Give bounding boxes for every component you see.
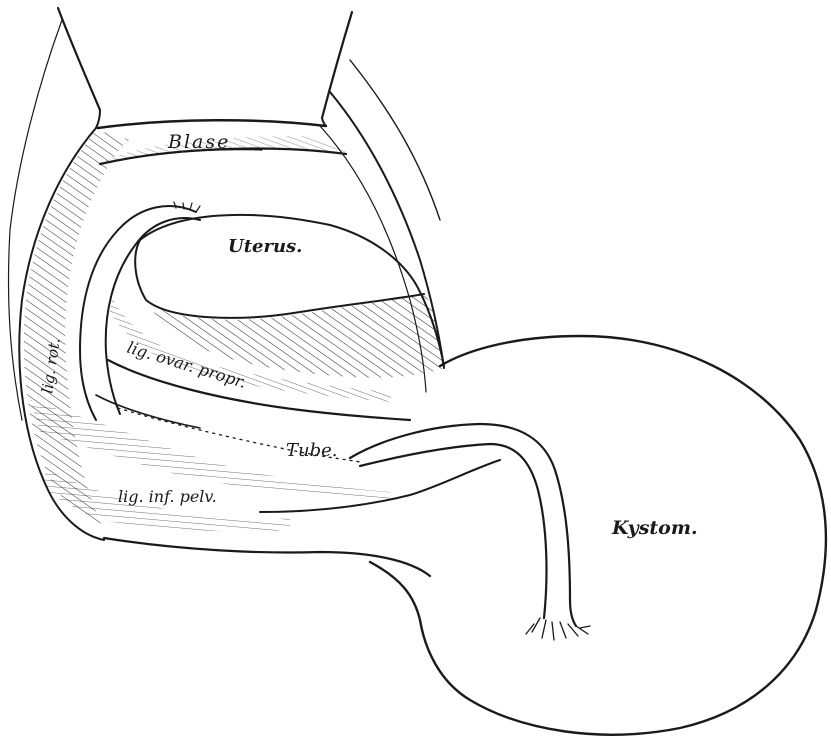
kystom: Kystom. bbox=[370, 336, 826, 735]
label-uterus: Uterus. bbox=[228, 236, 302, 257]
bladder: Blase bbox=[100, 131, 346, 164]
uterus: Uterus. bbox=[110, 215, 444, 402]
label-tube: Tube. bbox=[286, 440, 338, 461]
label-kystom: Kystom. bbox=[611, 517, 698, 539]
label-lig-inf-pelv: lig. inf. pelv. bbox=[118, 487, 217, 506]
